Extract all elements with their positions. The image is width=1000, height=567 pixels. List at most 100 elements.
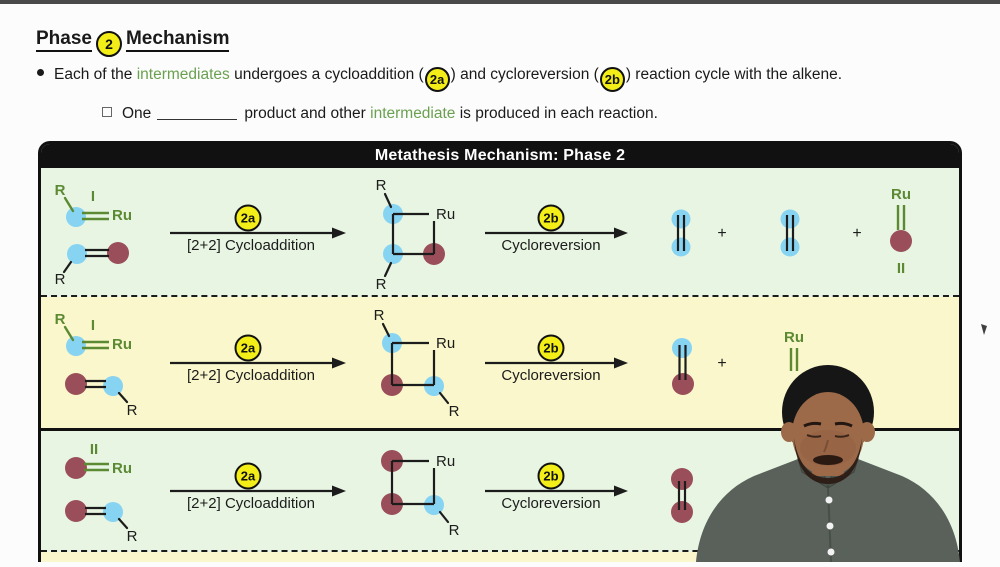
eyebrow (834, 421, 853, 428)
svg-text:[2+2] Cycloaddition: [2+2] Cycloaddition (187, 237, 315, 254)
row3-product-alkene-partial (671, 468, 693, 523)
phase-2-badge: 2 (95, 31, 122, 57)
cursor-mark-icon (980, 323, 988, 335)
eyebrow (803, 421, 822, 428)
instructor-drawing (696, 365, 960, 563)
svg-text:R: R (449, 522, 460, 539)
badge-2b: 2b (599, 67, 625, 92)
bullet-dot-icon (37, 69, 44, 76)
row1-step-2a-arrow: 2a [2+2] Cycloaddition (170, 204, 346, 254)
svg-text:Ru: Ru (112, 336, 132, 353)
svg-text:I: I (91, 188, 95, 205)
row2-step-2b-arrow: 2b Cycloreversion (485, 334, 628, 384)
svg-text:Ru: Ru (436, 453, 455, 470)
svg-text:R: R (374, 307, 385, 324)
bullet-text: Each of the (54, 66, 137, 83)
svg-text:Ru: Ru (436, 335, 455, 352)
plus-sign: + (852, 225, 861, 242)
row2-product-alkene (672, 338, 694, 395)
title-word-mechanism: Mechanism (125, 28, 230, 52)
svg-text:R: R (55, 271, 66, 288)
row1-product-alkene-2 (780, 209, 800, 257)
bullet-point: Each of the intermediates undergoes a cy… (37, 66, 842, 92)
title-word-phase: Phase (36, 28, 92, 52)
row1-alkene: R (55, 242, 129, 288)
svg-text:R: R (449, 403, 460, 420)
row2-metallacyclobutane: Ru R R (374, 307, 460, 420)
row3-step-2b-arrow: 2b Cycloreversion (485, 462, 628, 512)
svg-text:Ru: Ru (112, 460, 132, 477)
shirt-button (826, 522, 834, 530)
svg-text:2b: 2b (543, 341, 558, 356)
svg-text:II: II (897, 260, 905, 277)
svg-text:Ru: Ru (784, 329, 804, 346)
svg-text:R: R (127, 528, 138, 545)
svg-text:[2+2] Cycloaddition: [2+2] Cycloaddition (187, 367, 315, 384)
row1-step-2b-arrow: 2b Cycloreversion (485, 204, 628, 254)
svg-text:I: I (91, 317, 95, 334)
sub-bullet-text: One (122, 105, 152, 122)
svg-text:2a: 2a (241, 469, 256, 484)
square-bullet-icon (102, 107, 112, 117)
fill-in-blank-line (157, 104, 238, 120)
closed-eye (806, 434, 822, 438)
svg-text:Cycloreversion: Cycloreversion (501, 367, 600, 384)
svg-text:R: R (127, 402, 138, 419)
row2-drawing: R I Ru R 2a [2+2] Cycloaddition (55, 307, 804, 420)
row3-step-2a-arrow: 2a [2+2] Cycloaddition (170, 462, 346, 512)
row2-product-carbene-partial: Ru (784, 329, 804, 371)
bullet-text: undergoes a cycloaddition ( (229, 66, 424, 83)
row1-drawing: R I Ru R 2a [2+2] Cycloaddition (55, 177, 912, 293)
row2-carbene-I: R I Ru (55, 311, 132, 356)
row3-carbene-II: II Ru (65, 441, 132, 479)
svg-text:R: R (376, 276, 387, 293)
svg-text:Ru: Ru (891, 186, 911, 203)
row3-drawing: II Ru R 2a [2+2] Cycloaddition (65, 441, 693, 545)
row3-metallacyclobutane: Ru R (381, 450, 460, 539)
row2-step-2a-arrow: 2a [2+2] Cycloaddition (170, 334, 346, 384)
row1-product-alkene-1 (671, 209, 691, 257)
table-header: Metathesis Mechanism: Phase 2 (41, 144, 959, 168)
plus-sign: + (717, 225, 726, 242)
instructor-face (792, 392, 864, 476)
svg-text:2b: 2b (543, 211, 558, 226)
svg-text:R: R (376, 177, 387, 194)
svg-text:Cycloreversion: Cycloreversion (501, 237, 600, 254)
svg-text:2a: 2a (241, 211, 256, 226)
svg-text:Ru: Ru (112, 207, 132, 224)
svg-text:Ru: Ru (436, 206, 455, 223)
svg-text:R: R (55, 182, 66, 199)
sub-bullet-text: is produced in each reaction. (455, 105, 658, 122)
row1-carbene-I: R I Ru (55, 182, 132, 227)
svg-text:R: R (55, 311, 66, 328)
window-top-strip (0, 0, 1000, 4)
svg-text:2a: 2a (241, 341, 256, 356)
row1-product-carbene-II: Ru II (890, 186, 912, 277)
shirt-button (827, 548, 835, 556)
sub-bullet-green-word: intermediate (370, 105, 456, 122)
svg-text:Cycloreversion: Cycloreversion (501, 495, 600, 512)
bullet-text: ) reaction cycle with the alkene. (625, 66, 843, 83)
closed-eye (834, 434, 850, 438)
instructor-video-overlay (690, 360, 1000, 563)
svg-text:2b: 2b (543, 469, 558, 484)
mechanism-row-1: R I Ru R 2a [2+2] Cycloaddition (41, 168, 959, 297)
row-separator-solid (41, 428, 959, 431)
nose (823, 439, 829, 453)
bullet-text: ) and cycloreversion ( (450, 66, 599, 83)
plus-sign: + (717, 355, 726, 372)
svg-text:II: II (90, 441, 98, 458)
bullet-green-word: intermediates (136, 66, 230, 83)
face-shading (800, 430, 856, 466)
badge-2a: 2a (424, 67, 450, 92)
shirt-button (825, 496, 833, 504)
sub-bullet-point: One product and other intermediate is pro… (102, 104, 658, 123)
svg-text:[2+2] Cycloaddition: [2+2] Cycloaddition (187, 495, 315, 512)
mustache (813, 455, 843, 465)
row2-alkene: R (65, 373, 138, 419)
mechanism-row-4-partial (41, 552, 959, 562)
row3-alkene: R (65, 500, 138, 545)
row1-metallacyclobutane: Ru R R (376, 177, 456, 293)
sub-bullet-text: product and other (244, 105, 371, 122)
